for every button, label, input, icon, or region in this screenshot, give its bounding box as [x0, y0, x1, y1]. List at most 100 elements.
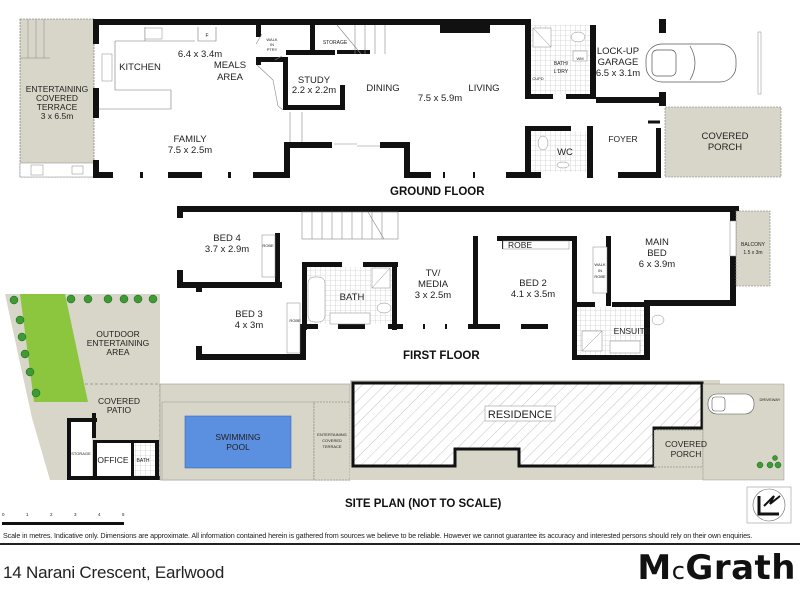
site-plan	[5, 294, 785, 481]
svg-text:AREA: AREA	[106, 347, 129, 357]
svg-text:OUTDOOR: OUTDOOR	[96, 329, 139, 339]
north-arrow-icon	[746, 486, 792, 524]
svg-text:GARAGE: GARAGE	[598, 57, 639, 68]
ground-floor-labels: ENTERTAINING COVERED TERRACE 3 x 6.5m F …	[26, 33, 749, 158]
svg-text:BATH: BATH	[340, 292, 365, 303]
svg-text:COVERED: COVERED	[36, 93, 78, 103]
first-floor-title: FIRST FLOOR	[403, 350, 480, 362]
svg-text:MAIN: MAIN	[645, 237, 669, 248]
svg-text:WALK: WALK	[594, 262, 606, 267]
swimming-pool	[184, 415, 292, 469]
svg-text:BED 2: BED 2	[519, 278, 546, 289]
site-porch	[653, 429, 704, 468]
svg-text:TV/: TV/	[426, 268, 441, 279]
svg-text:ROBE: ROBE	[508, 240, 532, 250]
svg-text:PORCH: PORCH	[708, 142, 742, 153]
site-plan-labels: OUTDOOR ENTERTAINING AREA COVERED PATIO …	[71, 329, 781, 465]
svg-text:3.7 x 2.9m: 3.7 x 2.9m	[205, 244, 249, 255]
divider	[0, 543, 800, 545]
svg-text:ROBE: ROBE	[262, 243, 274, 248]
svg-text:PTRY: PTRY	[267, 47, 278, 52]
svg-text:BED: BED	[647, 248, 667, 259]
svg-text:OFFICE: OFFICE	[97, 455, 128, 465]
svg-text:ROBE: ROBE	[594, 274, 606, 279]
ground-floor-title: GROUND FLOOR	[390, 186, 485, 198]
svg-text:COVERED: COVERED	[322, 438, 342, 443]
svg-text:COVERED: COVERED	[98, 396, 140, 406]
svg-text:ENSUITE: ENSUITE	[614, 326, 651, 336]
lawn	[20, 294, 88, 402]
brand-logo: McGrath	[637, 548, 796, 588]
svg-text:6.4 x 3.4m: 6.4 x 3.4m	[178, 49, 222, 60]
svg-text:CUPD: CUPD	[532, 76, 543, 81]
svg-text:COVERED: COVERED	[665, 439, 707, 449]
scale-tick: 5	[122, 512, 125, 517]
svg-text:DRIVEWAY: DRIVEWAY	[760, 397, 781, 402]
terrace-ground-area	[19, 18, 95, 178]
svg-text:KITCHEN: KITCHEN	[119, 62, 161, 73]
scale-tick: 4	[98, 512, 101, 517]
scale-bar	[2, 522, 124, 525]
svg-text:STUDY: STUDY	[298, 75, 331, 86]
scale-tick: 1	[26, 512, 29, 517]
svg-text:3 x 6.5m: 3 x 6.5m	[41, 111, 74, 121]
svg-text:4.1 x 3.5m: 4.1 x 3.5m	[511, 289, 555, 300]
svg-text:BED 4: BED 4	[213, 233, 240, 244]
first-floor-plan	[177, 206, 771, 360]
svg-text:COVERED: COVERED	[702, 131, 749, 142]
svg-text:L'DRY: L'DRY	[554, 69, 569, 75]
svg-text:MEDIA: MEDIA	[418, 279, 449, 290]
svg-text:4 x 3m: 4 x 3m	[235, 320, 264, 331]
balcony-area	[735, 210, 771, 287]
garage-door	[757, 31, 762, 95]
brand-part-3: Grath	[685, 548, 796, 588]
svg-text:DINING: DINING	[366, 83, 399, 94]
svg-text:6.5 x 3.1m: 6.5 x 3.1m	[596, 68, 640, 79]
svg-text:F: F	[205, 33, 208, 39]
svg-text:6 x 3.9m: 6 x 3.9m	[639, 259, 676, 270]
site-car-icon	[707, 393, 755, 415]
scale-tick: 0	[2, 512, 5, 517]
brand-part-1: M	[637, 548, 672, 588]
svg-text:3 x 2.5m: 3 x 2.5m	[415, 290, 452, 301]
svg-text:7.5 x 5.9m: 7.5 x 5.9m	[418, 93, 462, 104]
svg-text:BATH: BATH	[137, 458, 150, 464]
svg-text:TERRACE: TERRACE	[322, 444, 341, 449]
svg-text:PORCH: PORCH	[671, 449, 702, 459]
svg-text:TERRACE: TERRACE	[37, 102, 78, 112]
svg-text:LOCK-UP: LOCK-UP	[597, 46, 639, 57]
residence-footprint	[351, 381, 704, 468]
svg-text:WC: WC	[557, 147, 573, 158]
svg-text:1.5 x 3m: 1.5 x 3m	[743, 250, 762, 256]
disclaimer-text: Scale in metres. Indicative only. Dimens…	[3, 531, 753, 540]
svg-text:ROBE: ROBE	[289, 318, 301, 323]
property-address: 14 Narani Crescent, Earlwood	[3, 563, 225, 582]
svg-text:IN: IN	[270, 42, 274, 47]
site-plan-title: SITE PLAN (NOT TO SCALE)	[345, 498, 501, 510]
svg-text:AREA: AREA	[217, 72, 244, 83]
svg-text:IN: IN	[598, 268, 602, 273]
svg-text:LIVING: LIVING	[468, 83, 499, 94]
svg-text:FAMILY: FAMILY	[173, 134, 207, 145]
svg-text:PATIO: PATIO	[107, 405, 132, 415]
svg-text:WM: WM	[576, 56, 583, 61]
first-floor-labels: BED 4 3.7 x 2.9m ROBE BED 3 4 x 3m ROBE …	[205, 233, 766, 336]
svg-text:2.2 x 2.2m: 2.2 x 2.2m	[292, 85, 336, 96]
svg-text:BED 3: BED 3	[235, 309, 262, 320]
svg-text:BALCONY: BALCONY	[741, 242, 766, 248]
scale-tick: 3	[74, 512, 77, 517]
svg-text:ENTERTAINING: ENTERTAINING	[317, 432, 346, 437]
svg-text:STORAGE: STORAGE	[323, 40, 348, 46]
plant-icons	[9, 294, 158, 398]
car-icon	[645, 43, 737, 83]
svg-text:ENTERTAINING: ENTERTAINING	[87, 338, 150, 348]
brand-part-2: c	[671, 557, 686, 585]
svg-text:POOL: POOL	[226, 442, 250, 452]
svg-text:WALK: WALK	[266, 37, 278, 42]
scale-tick-labels: 0 1 2 3 4 5	[0, 512, 130, 520]
svg-text:ENTERTAINING: ENTERTAINING	[26, 84, 89, 94]
svg-text:MEALS: MEALS	[214, 60, 246, 71]
svg-text:SWIMMING: SWIMMING	[215, 432, 260, 442]
svg-text:FOYER: FOYER	[608, 134, 637, 144]
